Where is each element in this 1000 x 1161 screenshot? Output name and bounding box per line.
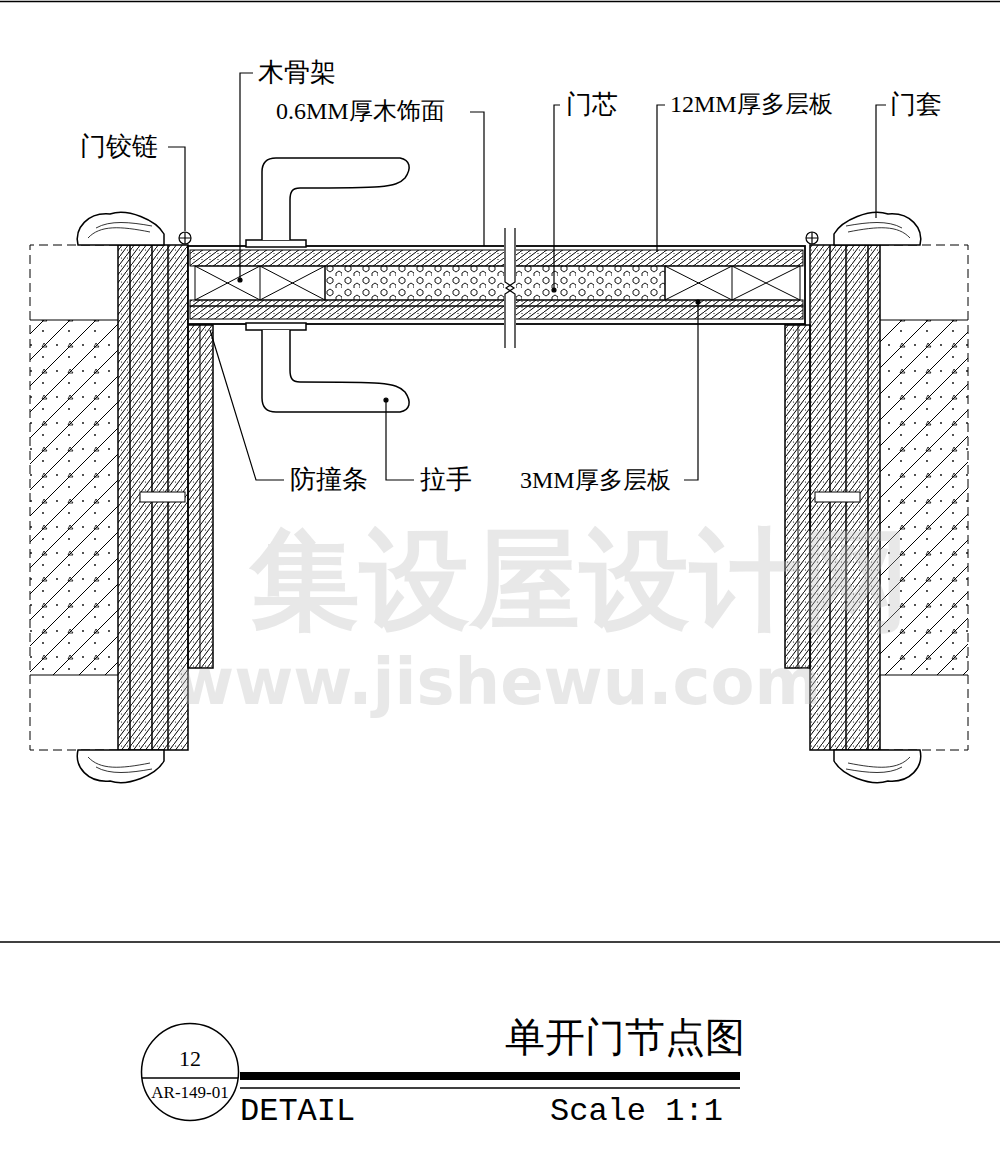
part-label: 0.6MM厚木饰面 [276, 99, 445, 123]
watermark: www.jishewu.com [175, 650, 821, 714]
detail-number: 12 [179, 1048, 201, 1070]
sheet-number: AR-149-01 [151, 1084, 228, 1101]
part-label: 木骨架 [258, 60, 336, 86]
part-label: 3MM厚多层板 [520, 468, 671, 492]
circle-outline [140, 1022, 240, 1122]
part-label: 12MM厚多层板 [670, 92, 833, 116]
part-label: 防撞条 [290, 467, 368, 493]
drawing-reference-circle: 12AR-149-01 [140, 1022, 240, 1122]
sheet-label: DETAIL [240, 1096, 355, 1128]
part-label: 拉手 [420, 467, 472, 493]
drawing-title: 单开门节点图 [505, 1018, 745, 1058]
scale-label: Scale 1:1 [550, 1096, 723, 1128]
part-label: 门芯 [566, 92, 618, 118]
watermark: 集设屋设计网 [250, 525, 910, 635]
part-label: 门套 [890, 92, 942, 118]
part-label: 门铰链 [80, 134, 158, 160]
